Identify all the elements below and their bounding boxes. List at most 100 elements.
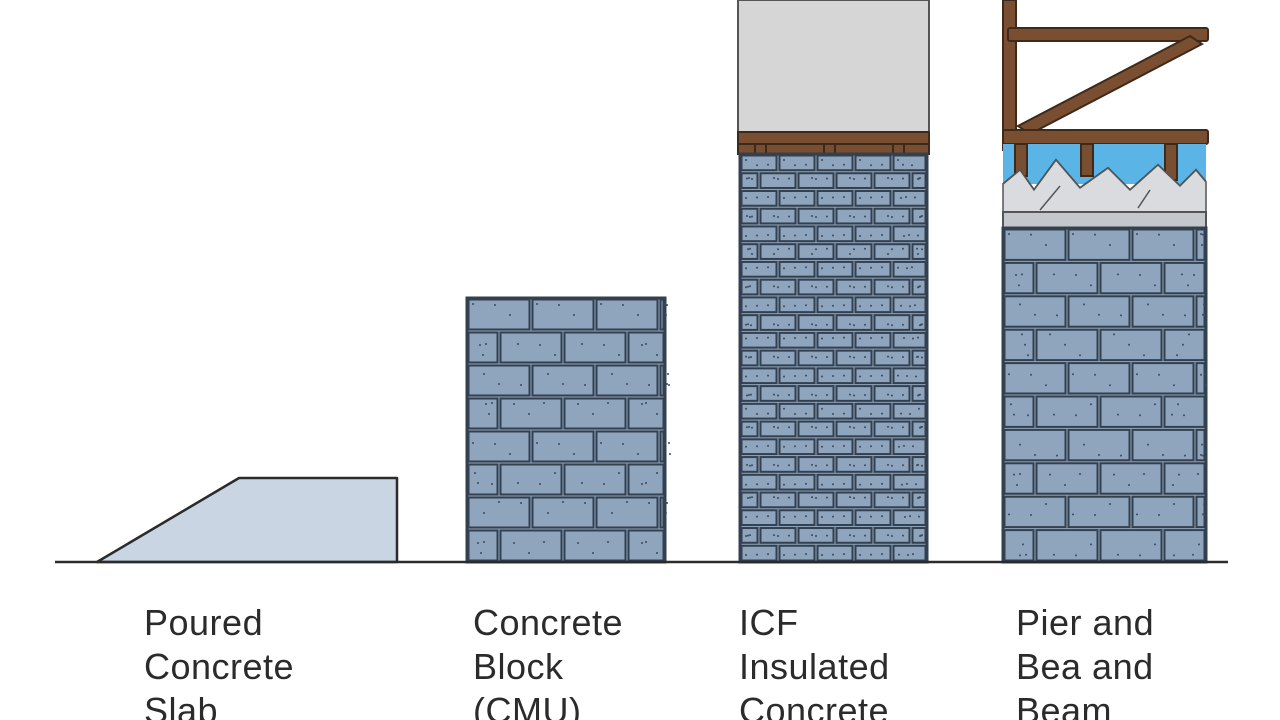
block-speckle bbox=[826, 323, 828, 326]
block-speckle bbox=[832, 515, 834, 518]
block-speckle bbox=[1158, 233, 1160, 236]
block-speckle bbox=[1178, 473, 1180, 476]
block-speckle bbox=[826, 356, 828, 359]
block-speckle bbox=[1008, 233, 1010, 235]
block-speckle bbox=[666, 383, 668, 385]
block-speckle bbox=[494, 304, 496, 306]
block-speckle bbox=[815, 497, 817, 500]
block-speckle bbox=[1173, 244, 1175, 246]
block-speckle bbox=[668, 384, 670, 386]
block-speckle bbox=[749, 285, 751, 288]
block-speckle bbox=[1025, 553, 1027, 556]
block-speckle bbox=[1056, 314, 1058, 317]
block-speckle bbox=[859, 375, 861, 378]
block-speckle bbox=[498, 501, 500, 503]
block-speckle bbox=[756, 196, 758, 199]
block-speckle bbox=[479, 344, 481, 346]
block-speckle bbox=[543, 541, 545, 543]
block-speckle bbox=[843, 266, 845, 269]
masonry-block bbox=[759, 491, 797, 509]
block-speckle bbox=[1113, 473, 1115, 476]
block-speckle bbox=[1200, 233, 1202, 235]
block-speckle bbox=[777, 248, 779, 251]
masonry-block bbox=[499, 397, 563, 430]
masonry-block bbox=[835, 420, 873, 438]
block-speckle bbox=[881, 196, 883, 199]
block-speckle bbox=[915, 483, 917, 486]
masonry-block bbox=[797, 172, 835, 189]
block-speckle bbox=[1056, 454, 1058, 457]
masonry-block bbox=[467, 298, 531, 331]
block-speckle bbox=[483, 541, 485, 543]
block-speckle bbox=[815, 426, 817, 429]
masonry-block bbox=[816, 331, 854, 349]
block-speckle bbox=[1198, 543, 1200, 546]
block-speckle bbox=[821, 267, 823, 270]
block-speckle bbox=[902, 247, 904, 250]
block-speckle bbox=[843, 163, 845, 166]
block-speckle bbox=[756, 553, 758, 556]
block-speckle bbox=[1027, 414, 1029, 417]
block-speckle bbox=[897, 374, 899, 377]
block-speckle bbox=[749, 496, 751, 499]
masonry-block bbox=[740, 402, 778, 420]
block-speckle bbox=[826, 496, 828, 499]
block-speckle bbox=[777, 535, 779, 538]
block-speckle bbox=[645, 482, 647, 484]
block-speckle bbox=[756, 483, 758, 486]
block-speckle bbox=[901, 483, 903, 486]
masonry-block bbox=[740, 473, 778, 491]
block-speckle bbox=[881, 266, 883, 269]
block-speckle bbox=[811, 534, 813, 537]
block-speckle bbox=[788, 285, 790, 288]
masonry-block bbox=[854, 438, 892, 456]
block-speckle bbox=[815, 286, 817, 289]
block-speckle bbox=[821, 197, 823, 199]
block-speckle bbox=[1176, 354, 1178, 357]
block-speckle bbox=[832, 164, 834, 167]
block-speckle bbox=[1034, 313, 1036, 316]
block-speckle bbox=[853, 216, 855, 218]
block-speckle bbox=[747, 285, 749, 288]
block-speckle bbox=[849, 285, 851, 288]
block-speckle bbox=[1202, 513, 1204, 516]
masonry-block bbox=[1099, 395, 1163, 428]
masonry-block bbox=[499, 529, 563, 562]
block-speckle bbox=[794, 413, 796, 416]
block-speckle bbox=[1024, 343, 1026, 346]
block-speckle bbox=[573, 453, 575, 455]
block-speckle bbox=[843, 196, 845, 199]
block-speckle bbox=[1171, 413, 1173, 416]
icf-wall-panel bbox=[737, 0, 930, 133]
block-speckle bbox=[783, 305, 785, 308]
masonry-block bbox=[740, 296, 778, 314]
label-line: Concrete bbox=[739, 690, 890, 720]
block-speckle bbox=[864, 177, 866, 180]
masonry-block bbox=[797, 314, 835, 331]
block-speckle bbox=[750, 324, 752, 327]
block-speckle bbox=[751, 215, 753, 218]
masonry-block bbox=[854, 154, 892, 172]
masonry-block bbox=[835, 385, 873, 402]
block-speckle bbox=[826, 247, 828, 250]
block-speckle bbox=[1193, 274, 1195, 276]
block-speckle bbox=[891, 324, 893, 327]
block-speckle bbox=[859, 516, 861, 519]
masonry-block bbox=[740, 225, 778, 243]
block-speckle bbox=[881, 553, 883, 556]
block-speckle bbox=[788, 496, 790, 499]
block-speckle bbox=[1113, 333, 1115, 336]
block-speckle bbox=[1109, 384, 1111, 387]
block-speckle bbox=[917, 355, 919, 358]
masonry-block bbox=[1195, 295, 1206, 328]
masonry-block bbox=[563, 397, 627, 430]
block-speckle bbox=[509, 453, 511, 455]
block-speckle bbox=[656, 472, 658, 474]
block-speckle bbox=[788, 356, 790, 359]
block-speckle bbox=[1147, 443, 1149, 446]
block-speckle bbox=[794, 234, 796, 237]
block-speckle bbox=[881, 444, 883, 447]
masonry-block bbox=[892, 189, 927, 207]
block-speckle bbox=[777, 286, 779, 289]
